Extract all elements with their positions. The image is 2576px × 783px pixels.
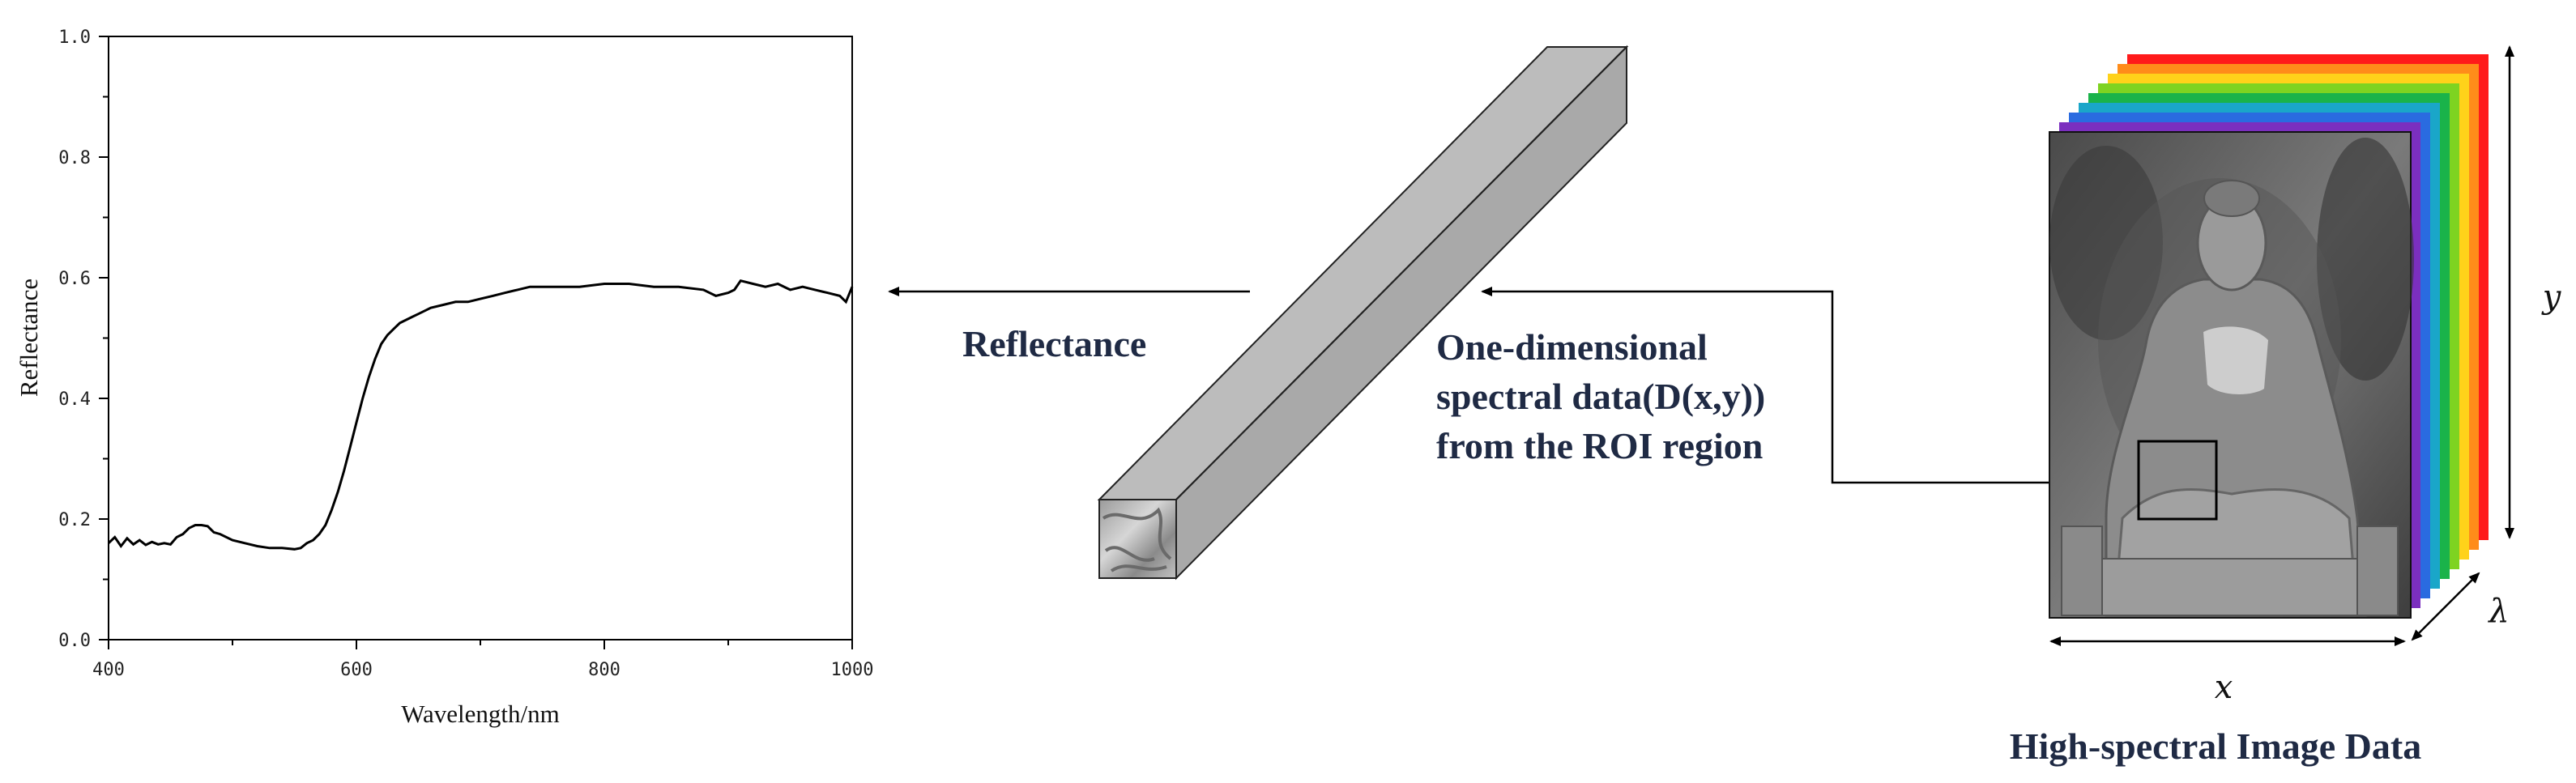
y-tick-label: 0.2 [58, 510, 91, 530]
y-dimension-label: y [2541, 279, 2562, 316]
y-tick-label: 0.6 [58, 269, 91, 289]
x-tick-label: 1000 [831, 660, 874, 680]
x-dimension-label: x [2215, 669, 2233, 706]
plot-frame [108, 36, 853, 640]
one-dim-label-line3: from the ROI region [1436, 425, 1763, 466]
cube-title: High-spectral Image Data [2010, 726, 2421, 767]
y-axis-ticks: 0.0 0.2 0.4 0.6 0.8 1.0 [58, 28, 109, 651]
prism-side-face [1175, 45, 1627, 581]
statue-image [2049, 131, 2414, 619]
y-tick-label: 1.0 [58, 28, 91, 48]
x-axis-label: Wavelength/nm [401, 700, 560, 728]
x-tick-label: 600 [340, 660, 373, 680]
reflectance-chart: 0.0 0.2 0.4 0.6 0.8 1.0 400 600 800 1000 Wavelen… [15, 28, 873, 728]
one-dim-label-line1: One-dimensional [1436, 326, 1708, 368]
x-axis-ticks: 400 600 800 1000 [92, 640, 873, 680]
roi-box [2137, 440, 2218, 521]
x-tick-label: 400 [92, 660, 125, 680]
reflectance-label: Reflectance [962, 323, 1146, 364]
lambda-dimension-arrow [2411, 572, 2480, 641]
y-tick-label: 0.0 [58, 631, 91, 651]
reflectance-series-line [107, 279, 854, 551]
y-axis-label: Reflectance [15, 279, 43, 397]
one-dim-label-line2: spectral data(D(x,y)) [1436, 376, 1765, 417]
hyperspectral-cube: x y λ High-spectral Image Data [2010, 45, 2562, 767]
x-tick-label: 800 [588, 660, 621, 680]
prism-front-texture [1102, 507, 1172, 572]
prism-edge [1175, 46, 1627, 500]
lambda-dimension-label: λ [2487, 593, 2509, 630]
roi-connector-line [1481, 287, 2139, 484]
y-tick-label: 0.4 [58, 389, 91, 410]
spectral-prism [1097, 45, 1629, 581]
y-tick-label: 0.8 [58, 148, 91, 168]
